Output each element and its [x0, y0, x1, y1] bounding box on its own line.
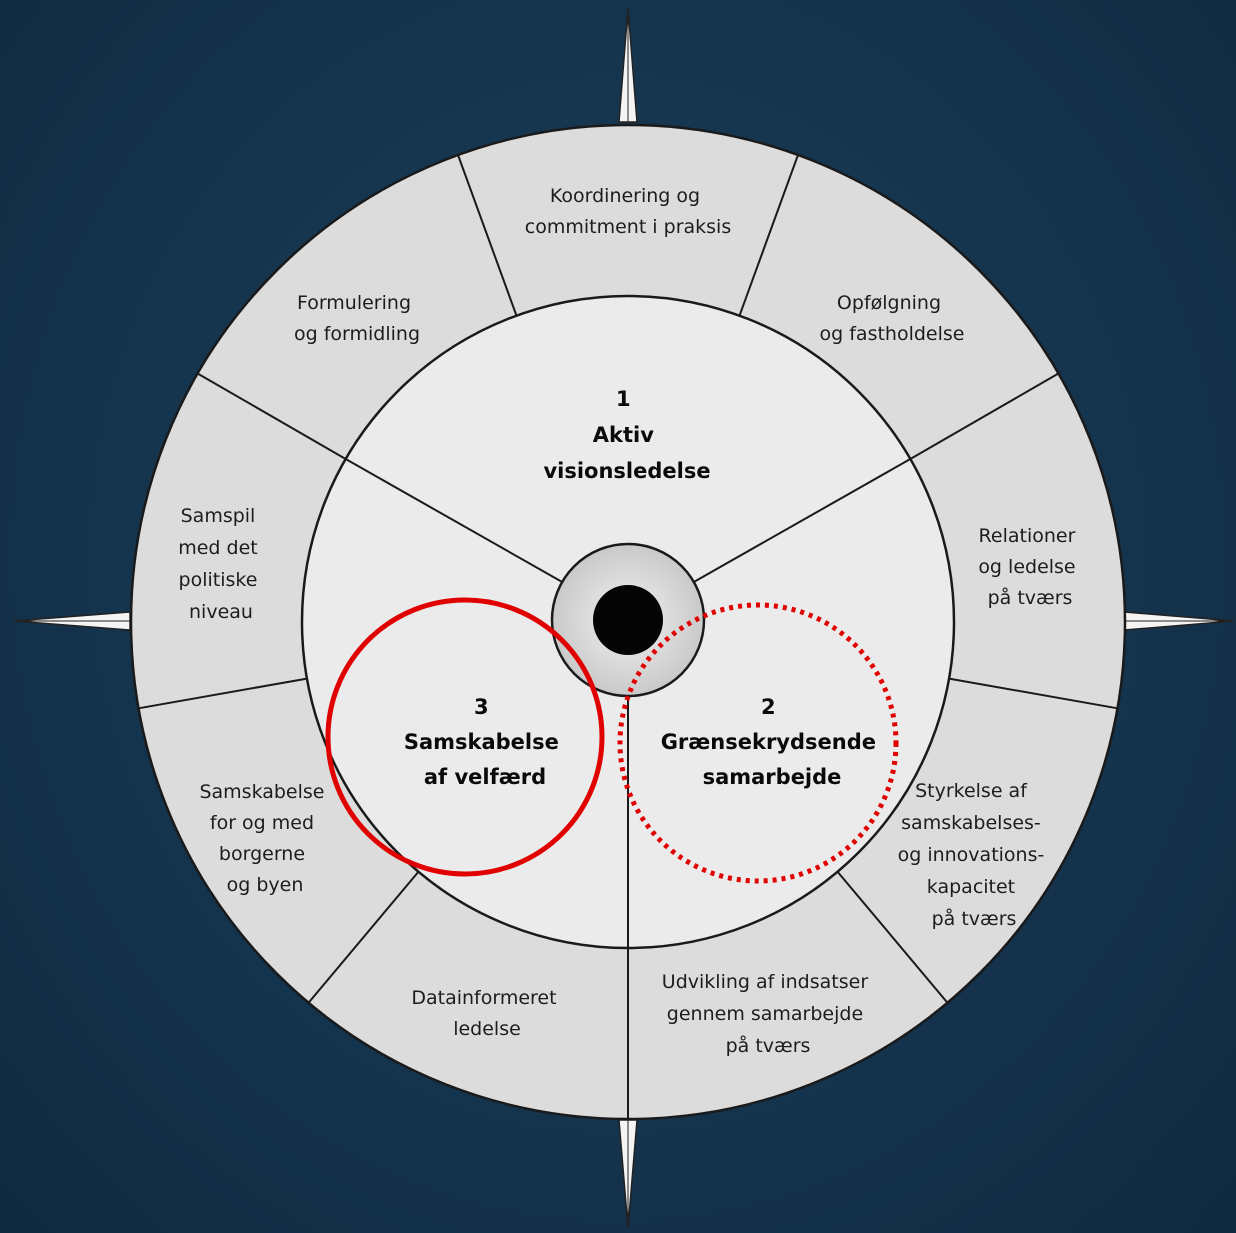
- highlight-circle-solid: [325, 597, 605, 877]
- inner-label-samskabelse-af-velfaerd: 3 Samskabelse af velfærd: [404, 695, 566, 789]
- inner-number-2: 2: [761, 695, 776, 719]
- inner-number-3: 3: [474, 695, 489, 719]
- outer-divider-3: [948, 677, 1118, 710]
- outer-label-samspil: Samspil med det politiske niveau: [178, 505, 264, 623]
- outer-divider-6: [307, 871, 420, 1004]
- compass-points: [13, 7, 1235, 1229]
- inner-number-1: 1: [616, 387, 631, 411]
- outer-divider-8: [197, 372, 347, 460]
- inner-divider-0: [693, 458, 911, 583]
- outer-segment-labels: Koordinering og commitment i praksis Opf…: [178, 185, 1081, 1057]
- inner-label-graensekrydsende-samarbejde: 2 Grænsekrydsende samarbejde: [661, 695, 884, 789]
- outer-label-samskabelse-borgere: Samskabelse for og med borgerne og byen: [199, 781, 330, 896]
- highlight-circle-dotted: [617, 602, 899, 884]
- outer-label-formulering: Formulering og formidling: [294, 292, 420, 345]
- inner-label-aktiv-visionsledelse: 1 Aktiv visionsledelse: [543, 387, 710, 483]
- outer-label-opfolgning: Opfølgning og fastholdelse: [820, 292, 965, 345]
- outer-divider-4: [836, 871, 949, 1004]
- outer-label-styrkelse: Styrkelse af samskabelses- og innovation…: [898, 780, 1051, 930]
- outer-label-koordinering: Koordinering og commitment i praksis: [525, 185, 731, 238]
- inner-divider-2: [345, 458, 563, 583]
- outer-ring-dividers: [138, 154, 1118, 1119]
- outer-divider-7: [138, 677, 308, 710]
- inner-disc-dividers: [345, 458, 911, 948]
- outer-label-relationer: Relationer og ledelse på tværs: [978, 525, 1081, 609]
- outer-divider-1: [738, 154, 799, 317]
- hub-center-dot: [593, 585, 663, 655]
- outer-divider-0: [457, 154, 518, 317]
- outer-label-udvikling: Udvikling af indsatser gennem samarbejde…: [662, 971, 874, 1057]
- outer-divider-2: [909, 372, 1059, 460]
- inner-segment-labels: 1 Aktiv visionsledelse 2 Grænsekrydsende…: [404, 387, 884, 789]
- outer-label-datainformeret: Datainformeret ledelse: [411, 987, 562, 1040]
